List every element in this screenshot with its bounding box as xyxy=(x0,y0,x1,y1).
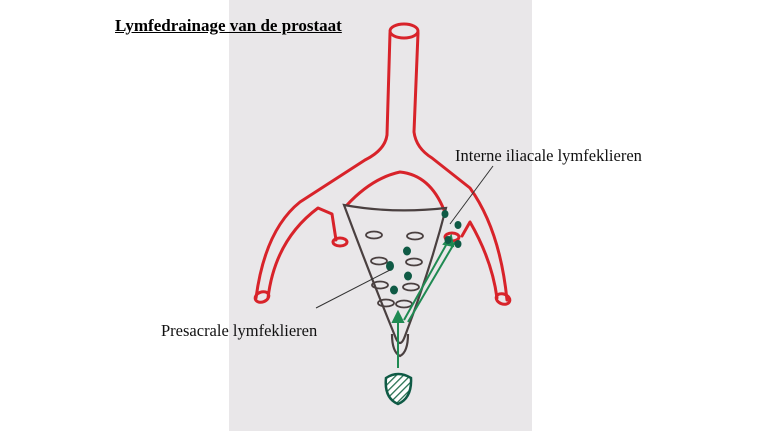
drawing-panel xyxy=(229,0,532,431)
lymph-vessel-right xyxy=(403,237,451,321)
lymph-node-dots xyxy=(386,210,462,295)
artery-tree-drawing xyxy=(253,22,512,306)
page-title: Lymfedrainage van de prostaat xyxy=(115,16,342,35)
label-presacral-nodes: Presacrale lymfeklieren xyxy=(161,321,318,340)
lymph-vessel-right-2 xyxy=(407,241,456,323)
seminal-bulb-icon xyxy=(384,372,413,406)
prostate-outline xyxy=(342,203,448,358)
leader-line-iliac xyxy=(449,165,494,225)
lymph-flow-arrows xyxy=(391,233,456,368)
leader-lines xyxy=(315,165,494,309)
artery-crotch xyxy=(345,170,446,212)
artery-left-inner xyxy=(266,206,338,300)
label-internal-iliac-nodes: Interne iliacale lymfeklieren xyxy=(455,146,642,165)
left-internal-iliac-end xyxy=(331,236,349,248)
right-iliac-end xyxy=(494,292,512,306)
artery-right-inner xyxy=(460,220,499,300)
aorta-opening xyxy=(388,22,420,40)
left-iliac-end xyxy=(253,290,271,304)
leader-line-presacral xyxy=(315,269,391,309)
artery-left-wall xyxy=(254,31,392,300)
artery-right-wall xyxy=(412,31,509,302)
arrow-head-center xyxy=(391,309,405,323)
prostate-ducts xyxy=(365,230,424,309)
